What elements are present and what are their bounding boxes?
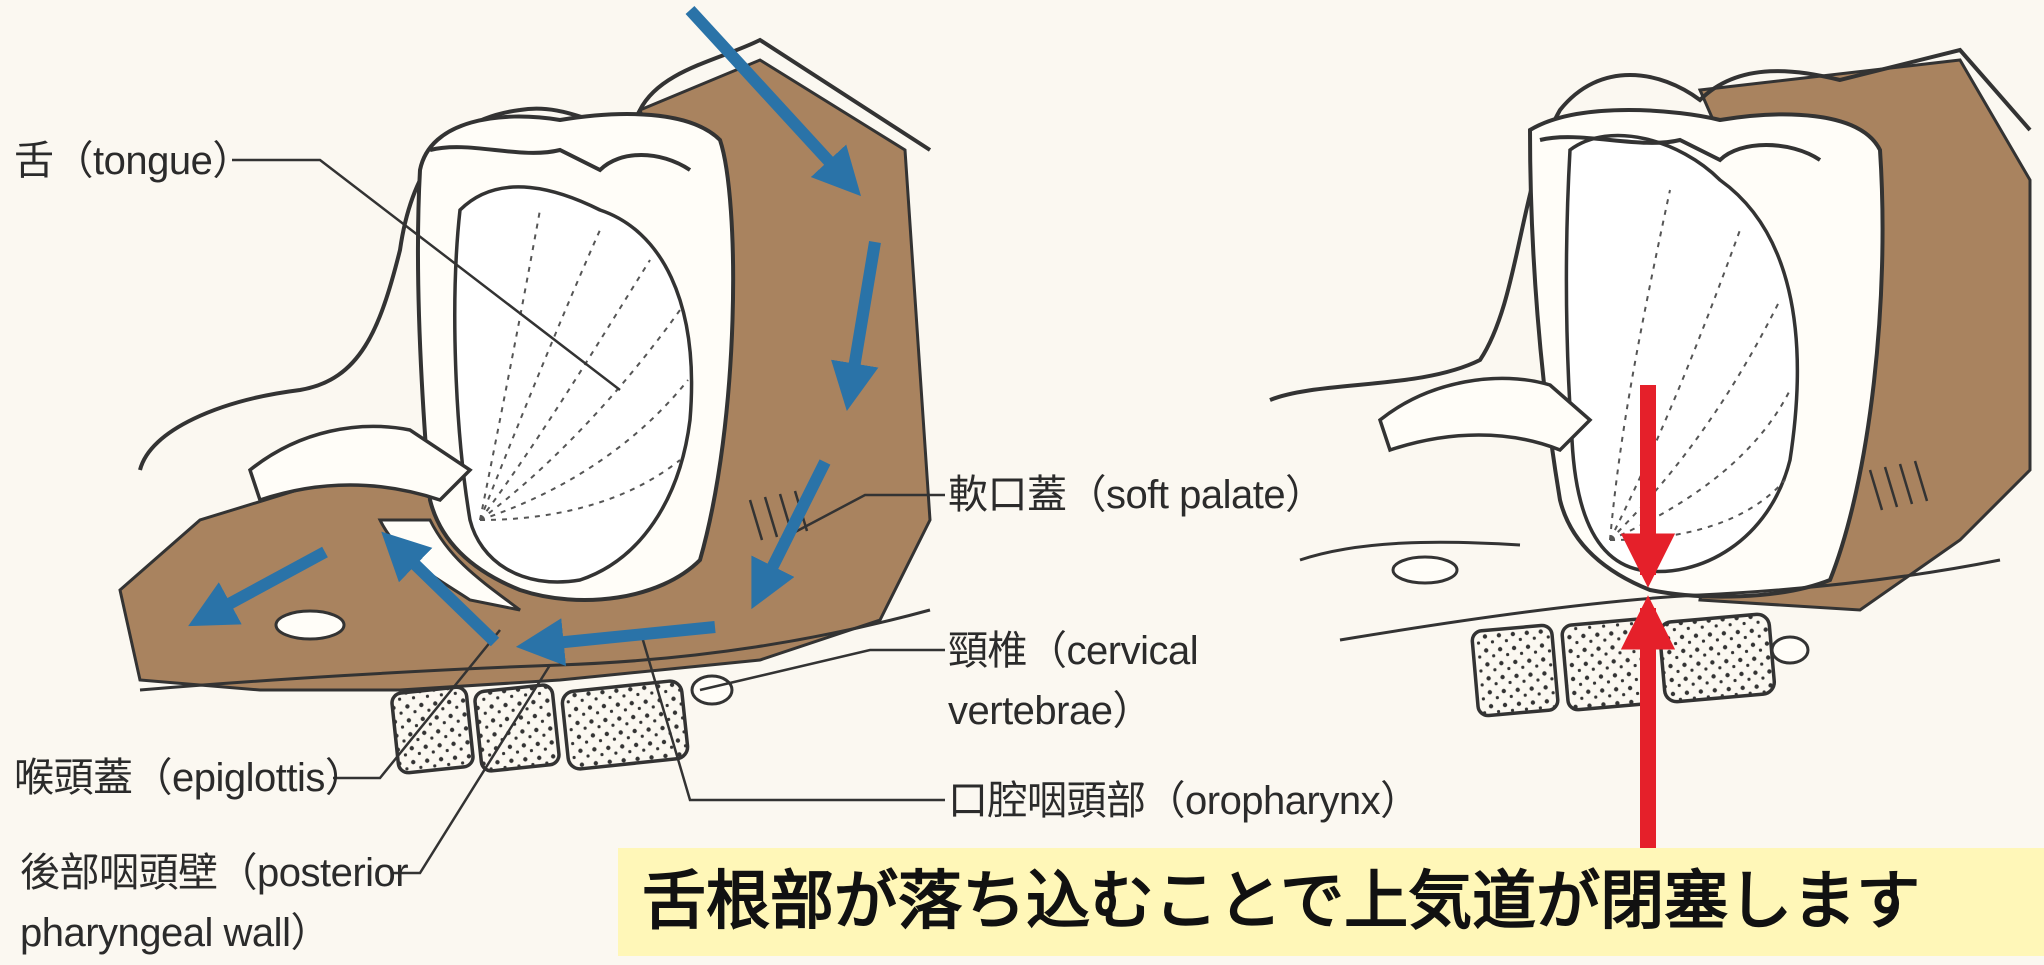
posterior-pharyngeal-wall-label-line2: pharyngeal wall） [20, 910, 330, 956]
right-obstructed-airway [1270, 50, 2030, 850]
tongue-label: 舌（tongue） [14, 138, 252, 184]
soft-palate-label: 軟口蓋（soft palate） [948, 472, 1325, 518]
cervical-vertebrae-label-line2: vertebrae） [948, 688, 1152, 734]
caption-text: 舌根部が落ち込むことで上気道が閉塞します [642, 864, 1920, 940]
caption-box: 舌根部が落ち込むことで上気道が閉塞します [618, 848, 2044, 956]
cervical-vertebrae-right [1471, 613, 1808, 716]
posterior-pharyngeal-wall-label-line1: 後部咽頭壁（posterior [20, 850, 408, 896]
epiglottis-label: 喉頭蓋（epiglottis） [14, 755, 364, 801]
cervical-vertebrae-label-line1: 頸椎（cervical [948, 628, 1198, 674]
cervical-vertebrae-left [391, 676, 732, 774]
oropharynx-label: 口腔咽頭部（oropharynx） [948, 778, 1420, 824]
